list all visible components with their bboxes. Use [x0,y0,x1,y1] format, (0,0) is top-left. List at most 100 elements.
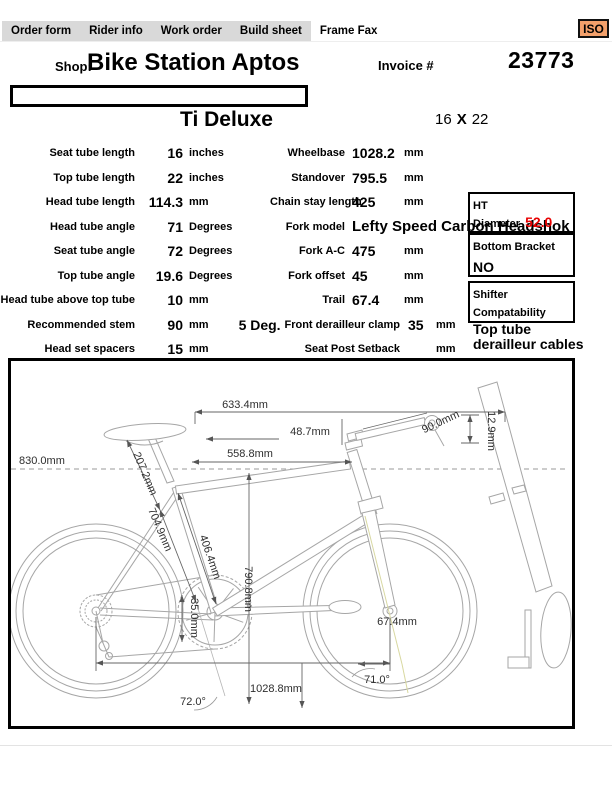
spec-value[interactable]: 10 [167,292,183,309]
angle-label-71-0: 71.0° [364,674,390,686]
spec-unit: mm [189,196,209,209]
spec-label: Fork offset [288,269,345,282]
spec-value[interactable]: 67.4 [352,292,380,309]
spec-value[interactable]: 45 [352,267,368,284]
spec-value[interactable]: 22 [167,169,183,186]
frame-model-name[interactable]: Ti Deluxe [180,108,273,131]
frame-size-separator: X [456,111,467,128]
tab-work-order[interactable]: Work order [151,21,231,41]
dim-label-1028-8: 1028.8mm [250,683,302,695]
dim-label-35-0: 35.0mm [188,598,200,638]
spec-row-head-set-spacers: Head set spacers 15 mm [0,337,281,362]
address-field[interactable] [10,85,308,107]
spec-label: Head set spacers [44,343,136,356]
dim-label-558-8: 558.8mm [227,448,273,460]
spec-unit: mm [189,343,209,356]
spec-label: Head tube above top tube [0,294,135,307]
spec-label: Head tube angle [50,220,135,233]
spec-label: Fork A-C [298,245,345,258]
bottom-bracket-value[interactable]: NO [473,259,494,275]
spec-value[interactable]: 425 [352,194,376,211]
spec-unit: Degrees [189,220,233,233]
spec-value[interactable]: 795.5 [352,169,388,186]
bottom-bracket-box: Bottom Bracket NO [468,233,575,277]
spec-unit: mm [404,245,424,258]
spec-value[interactable]: 475 [352,243,376,260]
iso-button[interactable]: ISO [578,19,609,38]
spec-label: Seat Post Setback [304,343,400,356]
dim-label-207-2: 207.2mm [130,450,159,497]
spec-unit: mm [436,318,456,331]
invoice-number[interactable]: 23773 [508,47,575,73]
dim-label-67-4: 67.4mm [377,616,417,628]
ht-diameter-label: HT Diameter [473,200,521,230]
spec-label: Head tube length [45,196,135,209]
spec-row-head-tube-above-top-tube: Head tube above top tube 10 mm [0,288,281,313]
ht-diameter-value[interactable]: 52.0 [525,214,553,230]
spec-row-fork-offset: Fork offset 45 mm [270,264,570,289]
spec-row-seat-tube-angle: Seat tube angle 72 Degrees [0,239,281,264]
frame-size-seat[interactable]: 16 [435,111,452,128]
invoice-label: Invoice # [378,58,434,73]
spec-row-head-tube-angle: Head tube angle 71 Degrees [0,215,281,240]
dimension-labels: 633.4mm 48.7mm 90.0mm 12.9mm 830.0mm 558… [19,399,497,708]
spec-row-top-tube-angle: Top tube angle 19.6 Degrees [0,264,281,289]
spec-extra-stem-angle[interactable]: 5 Deg. [238,316,281,333]
spec-value[interactable]: 19.6 [155,267,183,284]
spec-value[interactable]: 16 [167,145,183,162]
spec-label: Trail [322,294,345,307]
spec-label: Seat tube angle [53,245,135,258]
spec-row-fork-ac: Fork A-C 475 mm [270,239,570,264]
spec-value[interactable]: 90 [167,316,183,333]
shifter-compatability-box: Shifter Compatability Top tube derailleu… [468,281,584,352]
spec-value[interactable]: 15 [167,341,183,358]
spec-value[interactable]: 72 [167,243,183,260]
frame-diagram-box: 633.4mm 48.7mm 90.0mm 12.9mm 830.0mm 558… [8,358,575,729]
spec-unit: mm [404,269,424,282]
spec-value[interactable]: 71 [167,218,183,235]
angle-reference-lines [193,515,409,711]
spec-label: Wheelbase [287,147,345,160]
dim-label-830-0: 830.0mm [19,455,65,467]
spec-unit: mm [189,294,209,307]
tab-order-form[interactable]: Order form [2,21,81,41]
spec-unit: Degrees [189,269,233,282]
spec-label: Seat tube length [49,147,135,160]
angle-label-72-0: 72.0° [180,696,206,708]
tab-rider-info[interactable]: Rider info [80,21,152,41]
dim-label-90-0: 90.0mm [420,408,461,436]
spec-label: Top tube angle [57,269,135,282]
spec-unit: mm [436,343,456,356]
spec-row-head-tube-length: Head tube length 114.3 mm [0,190,281,215]
shop-name[interactable]: Bike Station Aptos [87,49,300,76]
dim-label-633-4: 633.4mm [222,399,268,411]
shifter-compatability-label: Shifter Compatability [473,289,546,319]
tabbar-divider [0,41,612,42]
spec-value[interactable]: 114.3 [148,194,183,211]
spec-label: Standover [291,171,345,184]
bike-technical-drawing: 633.4mm 48.7mm 90.0mm 12.9mm 830.0mm 558… [11,381,572,711]
bike-frame-art [11,381,572,699]
spec-label: Chain stay length [270,196,362,209]
tab-frame-fax[interactable]: Frame Fax [310,21,387,41]
spec-unit: mm [404,196,424,209]
spec-unit: Degrees [189,245,233,258]
spec-value[interactable]: 1028.2 [352,145,395,162]
bottom-bracket-label: Bottom Bracket [473,241,555,253]
spec-unit: mm [404,171,424,184]
frame-size-top[interactable]: 22 [471,111,489,128]
spec-value[interactable]: 35 [408,316,424,333]
spec-label: Recommended stem [27,318,135,331]
tab-build-sheet[interactable]: Build sheet [230,21,311,41]
dim-label-790-8: 790.8mm [242,566,254,612]
shifter-compatability-value[interactable]: Top tube derailleur cables [473,321,584,352]
